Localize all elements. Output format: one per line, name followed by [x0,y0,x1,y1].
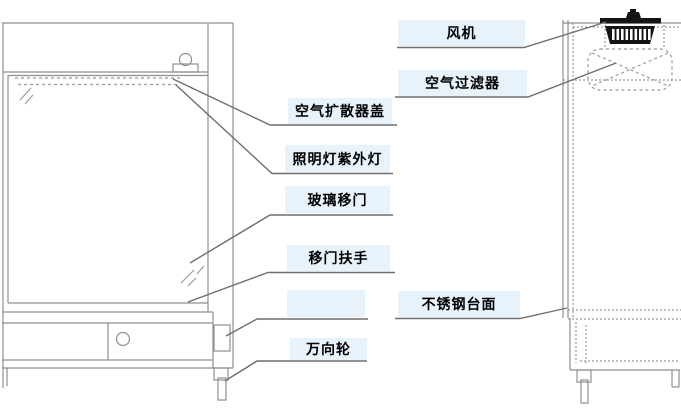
label-glass-sliding-door: 玻璃移门 [285,186,390,213]
side-view-drawing [562,9,681,404]
label-air-filter: 空气过滤器 [398,70,527,96]
leader-door-handle [187,271,395,303]
fan-grille [612,29,651,40]
leader-fan [397,21,607,49]
front-view-drawing [2,22,234,401]
label-stainless-steel-top: 不锈钢台面 [398,291,520,317]
side-casters [576,369,680,404]
knob-icon [178,52,193,67]
diffuser-strip [15,77,183,86]
drawer-handle-icon [115,331,131,347]
label-air-diffuser-cover: 空气扩散器盖 [288,98,392,124]
leader-air-filter [395,62,617,98]
label-door-handle: 移门扶手 [287,245,390,271]
leader-blank [225,318,368,337]
glass-reflection-marks [19,87,205,287]
label-fan: 风机 [398,20,525,46]
leader-air-diffuser-cover [172,78,397,126]
leader-caster [224,360,367,382]
label-caster: 万向轮 [290,338,367,360]
air-filter-outline [587,48,673,91]
front-casters [6,367,229,401]
label-blank [287,290,365,317]
callout-lines [172,21,617,382]
leader-glass-sliding-door [189,214,393,264]
leader-stainless-steel-top [395,307,568,320]
label-lighting-uv-lamp: 照明灯紫外灯 [285,145,390,172]
side-handle-box [213,324,231,352]
leader-lighting-uv-lamp [175,84,393,175]
